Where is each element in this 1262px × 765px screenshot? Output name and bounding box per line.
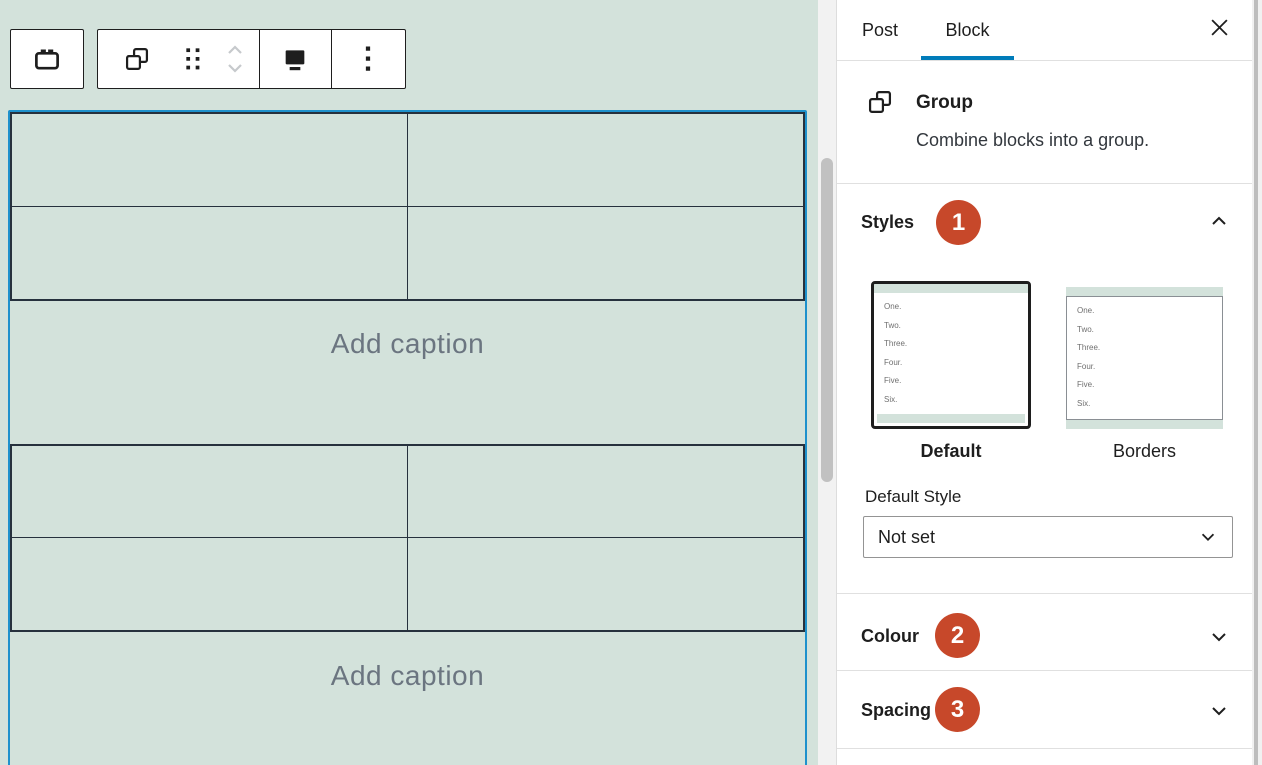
sidebar-scrollbar-track [1252, 0, 1262, 765]
style-preview-list: One. Two. Three. Four. Five. Six. [1066, 296, 1223, 420]
divider [837, 748, 1253, 749]
table-cell[interactable] [408, 207, 803, 299]
table-cell[interactable] [408, 446, 803, 537]
table-row [12, 207, 803, 299]
preview-item: Six. [884, 394, 898, 404]
select-parent-block-button[interactable] [11, 30, 83, 88]
toolbar-separator [258, 30, 260, 88]
block-card-description: Combine blocks into a group. [916, 130, 1150, 150]
close-icon [1210, 18, 1228, 36]
block-movers [225, 43, 245, 75]
drag-handle-button[interactable] [176, 30, 210, 88]
preview-footer-strip [877, 414, 1025, 423]
close-sidebar-button[interactable] [1202, 10, 1236, 44]
editor-canvas: Add caption Add caption [0, 0, 818, 765]
default-style-label: Default Style [865, 487, 962, 506]
preview-item: Five. [1077, 380, 1095, 389]
kebab-menu-icon [366, 46, 371, 71]
preview-item: Six. [1077, 398, 1091, 408]
chevron-down-icon [1212, 707, 1226, 716]
chevron-down-icon [227, 64, 242, 73]
style-preview-list: One. Two. Three. Four. Five. Six. [874, 293, 1028, 417]
block-brick-icon [35, 49, 59, 70]
colour-expand-button[interactable] [1208, 626, 1230, 651]
table-block [10, 112, 805, 301]
preview-item: Two. [884, 320, 901, 330]
table-cell[interactable] [408, 538, 803, 630]
chevron-down-icon [1212, 633, 1226, 642]
block-type-button[interactable] [112, 30, 162, 88]
table-cell[interactable] [408, 114, 803, 206]
table-cell[interactable] [12, 207, 408, 299]
move-down-button[interactable] [225, 61, 245, 75]
alignment-icon [285, 50, 305, 71]
divider [837, 670, 1253, 671]
style-variation-default[interactable]: One. Two. Three. Four. Five. Six. [871, 281, 1031, 429]
chevron-up-icon [1212, 216, 1226, 225]
chevron-down-icon [1201, 533, 1215, 542]
preview-item: Two. [1077, 324, 1094, 334]
style-label-borders: Borders [1112, 441, 1177, 461]
preview-item: Four. [884, 357, 903, 367]
alignment-button[interactable] [260, 30, 331, 88]
tab-post[interactable]: Post [861, 19, 899, 40]
spacing-expand-button[interactable] [1208, 700, 1230, 725]
selected-group-block[interactable]: Add caption Add caption [8, 110, 807, 765]
table-block [10, 444, 805, 632]
tab-block[interactable]: Block [921, 0, 1014, 60]
annotation-badge-1: 1 [936, 200, 981, 245]
table-caption-placeholder[interactable]: Add caption [330, 660, 485, 691]
divider [837, 183, 1253, 184]
style-label-default: Default [920, 441, 982, 461]
preview-item: Four. [1077, 361, 1096, 371]
preview-footer-strip [1066, 420, 1223, 429]
group-block-icon [126, 47, 149, 71]
preview-item: Three. [1077, 343, 1101, 352]
divider [837, 60, 1253, 61]
table-row [12, 446, 803, 538]
table-cell[interactable] [12, 538, 408, 630]
styles-panel-label: Styles [861, 212, 915, 232]
preview-item: Three. [884, 339, 908, 348]
toolbar-segment-block-controls [98, 30, 259, 88]
styles-collapse-button[interactable] [1208, 210, 1230, 235]
chevron-up-icon [227, 45, 242, 54]
canvas-scrollbar-track [818, 0, 836, 765]
canvas-scrollbar-thumb[interactable] [821, 158, 833, 482]
table-caption-placeholder[interactable]: Add caption [330, 328, 485, 359]
divider [837, 593, 1253, 594]
spacing-panel-label: Spacing [861, 700, 932, 720]
toolbar-separator [330, 30, 332, 88]
preview-header-strip [874, 284, 1028, 293]
options-menu-button[interactable] [332, 30, 406, 88]
preview-item: Five. [884, 376, 902, 385]
annotation-badge-3: 3 [935, 687, 980, 732]
drag-handle-icon [186, 48, 200, 70]
table-row [12, 538, 803, 630]
preview-item: One. [1077, 306, 1095, 315]
settings-sidebar: Post Block Group Combine blocks into a g… [836, 0, 1262, 765]
default-style-value: Not set [878, 526, 936, 547]
sidebar-scrollbar-thumb[interactable] [1254, 0, 1258, 765]
style-variation-borders[interactable]: One. Two. Three. Four. Five. Six. [1066, 287, 1223, 429]
table-cell[interactable] [12, 114, 408, 206]
group-block-icon [866, 88, 894, 121]
block-toolbar [97, 29, 406, 89]
colour-panel-label: Colour [861, 626, 919, 646]
preview-header-strip [1066, 287, 1223, 296]
preview-item: One. [884, 302, 902, 311]
default-style-select[interactable]: Not set [863, 516, 1233, 558]
block-toolbar-parent-group [10, 29, 84, 89]
table-row [12, 114, 803, 207]
annotation-badge-2: 2 [935, 613, 980, 658]
move-up-button[interactable] [225, 43, 245, 57]
table-cell[interactable] [12, 446, 408, 537]
block-card-title: Group [916, 92, 973, 113]
